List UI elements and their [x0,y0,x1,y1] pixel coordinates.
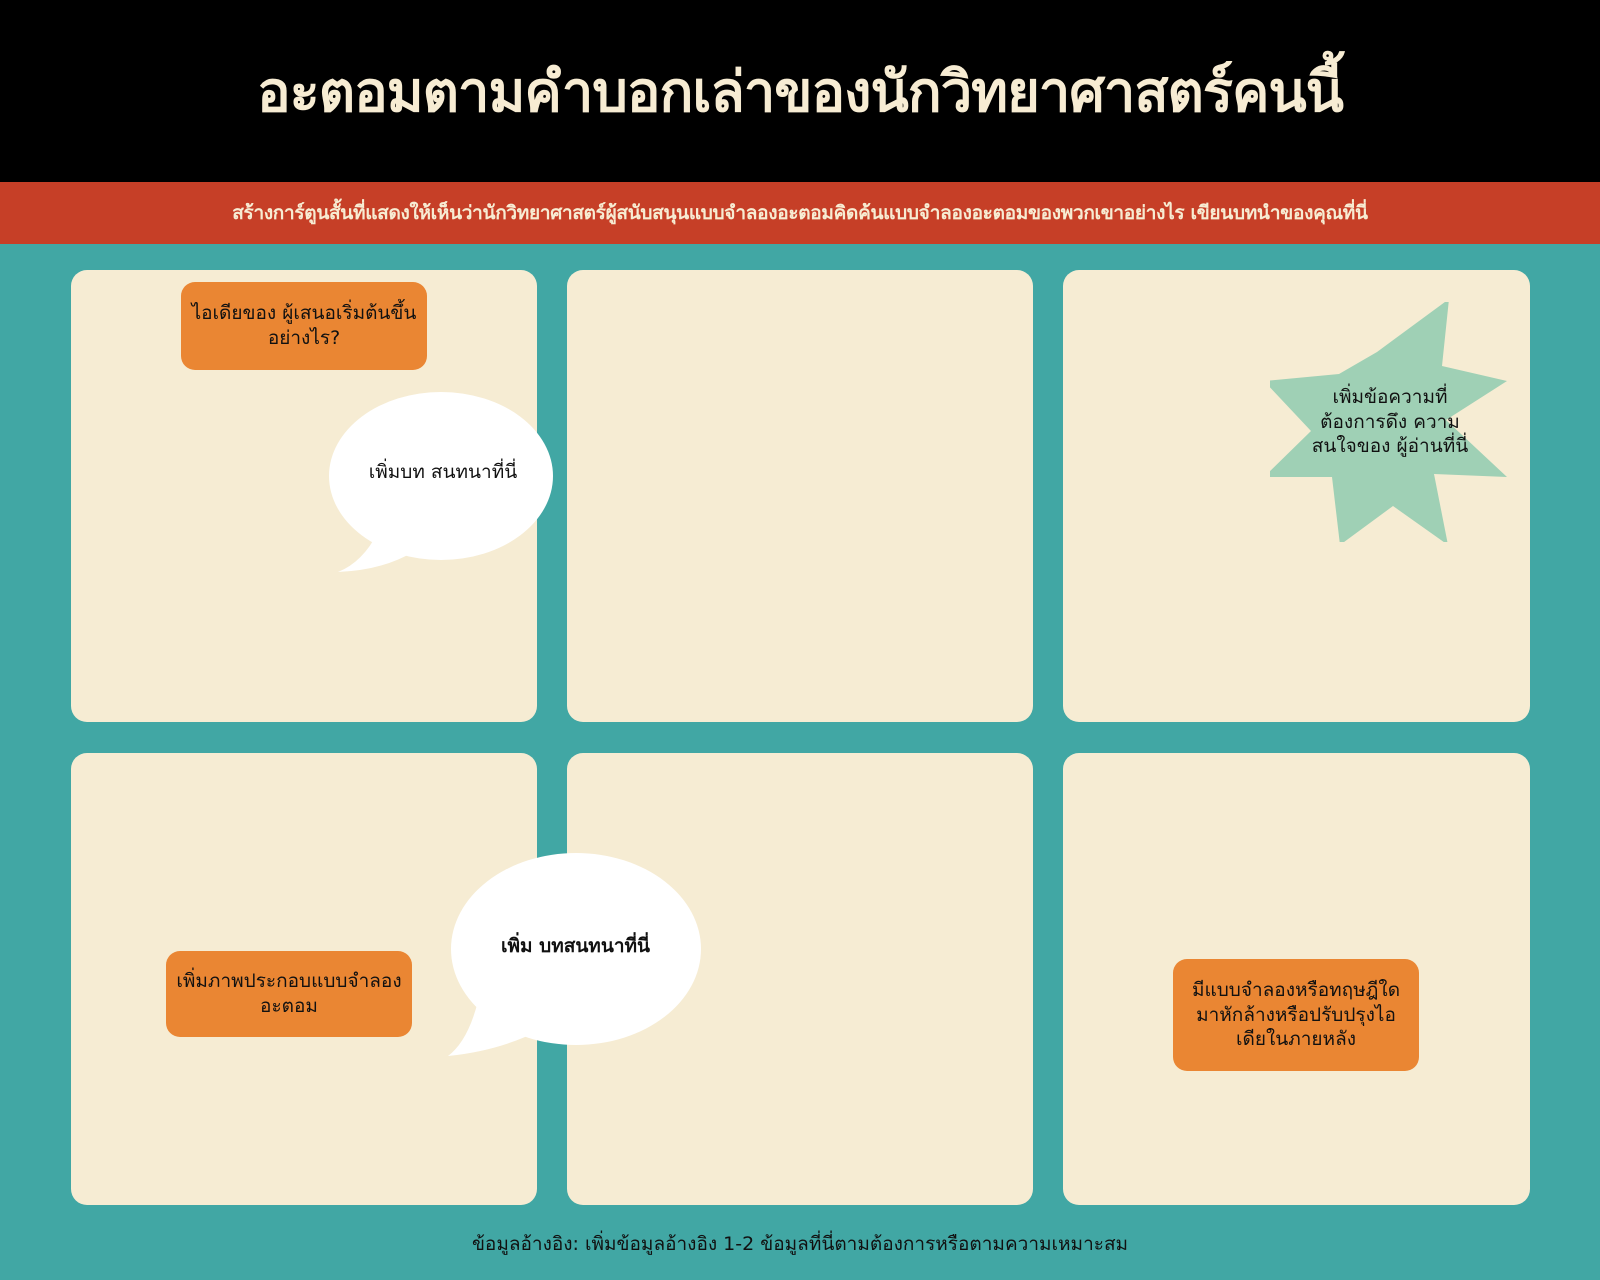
speech-bubble-1[interactable]: เพิ่มบท สนทนาที่นี่ [328,392,554,572]
page-title: อะตอมตามคำบอกเล่าของนักวิทยาศาสตร์คนนี้ [257,59,1344,125]
reference-footer: ข้อมูลอ้างอิง: เพิ่มข้อมูลอ้างอิง 1-2 ข้… [0,1226,1600,1262]
header-bar: อะตอมตามคำบอกเล่าของนักวิทยาศาสตร์คนนี้ [0,0,1600,182]
speech-bubble-2[interactable]: เพิ่ม บทสนทนาที่นี่ [448,851,701,1059]
caption-text: มีแบบจำลองหรือทฤษฎีใด มาหักล้างหรือปรับป… [1191,978,1401,1051]
burst-text: เพิ่มข้อความที่ ต้องการดึง ความสนใจของ ผ… [1311,385,1469,458]
page-subtitle: สร้างการ์ตูนสั้นที่แสดงให้เห็นว่านักวิทย… [232,202,1368,224]
starburst-shape [1264,299,1507,545]
caption-text: ไอเดียของ ผู้เสนอเริ่มต้นขึ้นอย่างไร? [191,302,417,349]
bubble-text: เพิ่มบท สนทนาที่นี่ [368,460,518,483]
speech-bubble-shape [329,392,553,572]
comic-panel-3[interactable] [1063,270,1530,722]
caption-box-1[interactable]: ไอเดียของ ผู้เสนอเริ่มต้นขึ้นอย่างไร? [181,282,427,370]
speech-bubble-shape [448,853,701,1056]
reference-text: ข้อมูลอ้างอิง: เพิ่มข้อมูลอ้างอิง 1-2 ข้… [471,1233,1129,1255]
caption-box-2[interactable]: เพิ่มภาพประกอบแบบจำลอง อะตอม [166,951,412,1037]
comic-panel-2[interactable] [567,270,1033,722]
caption-box-3[interactable]: มีแบบจำลองหรือทฤษฎีใด มาหักล้างหรือปรับป… [1173,959,1419,1071]
subtitle-bar: สร้างการ์ตูนสั้นที่แสดงให้เห็นว่านักวิทย… [0,182,1600,244]
starburst-callout[interactable]: เพิ่มข้อความที่ ต้องการดึง ความสนใจของ ผ… [1264,299,1510,545]
caption-text: เพิ่มภาพประกอบแบบจำลอง อะตอม [176,970,402,1017]
bubble-text: เพิ่ม บทสนทนาที่นี่ [500,934,651,957]
